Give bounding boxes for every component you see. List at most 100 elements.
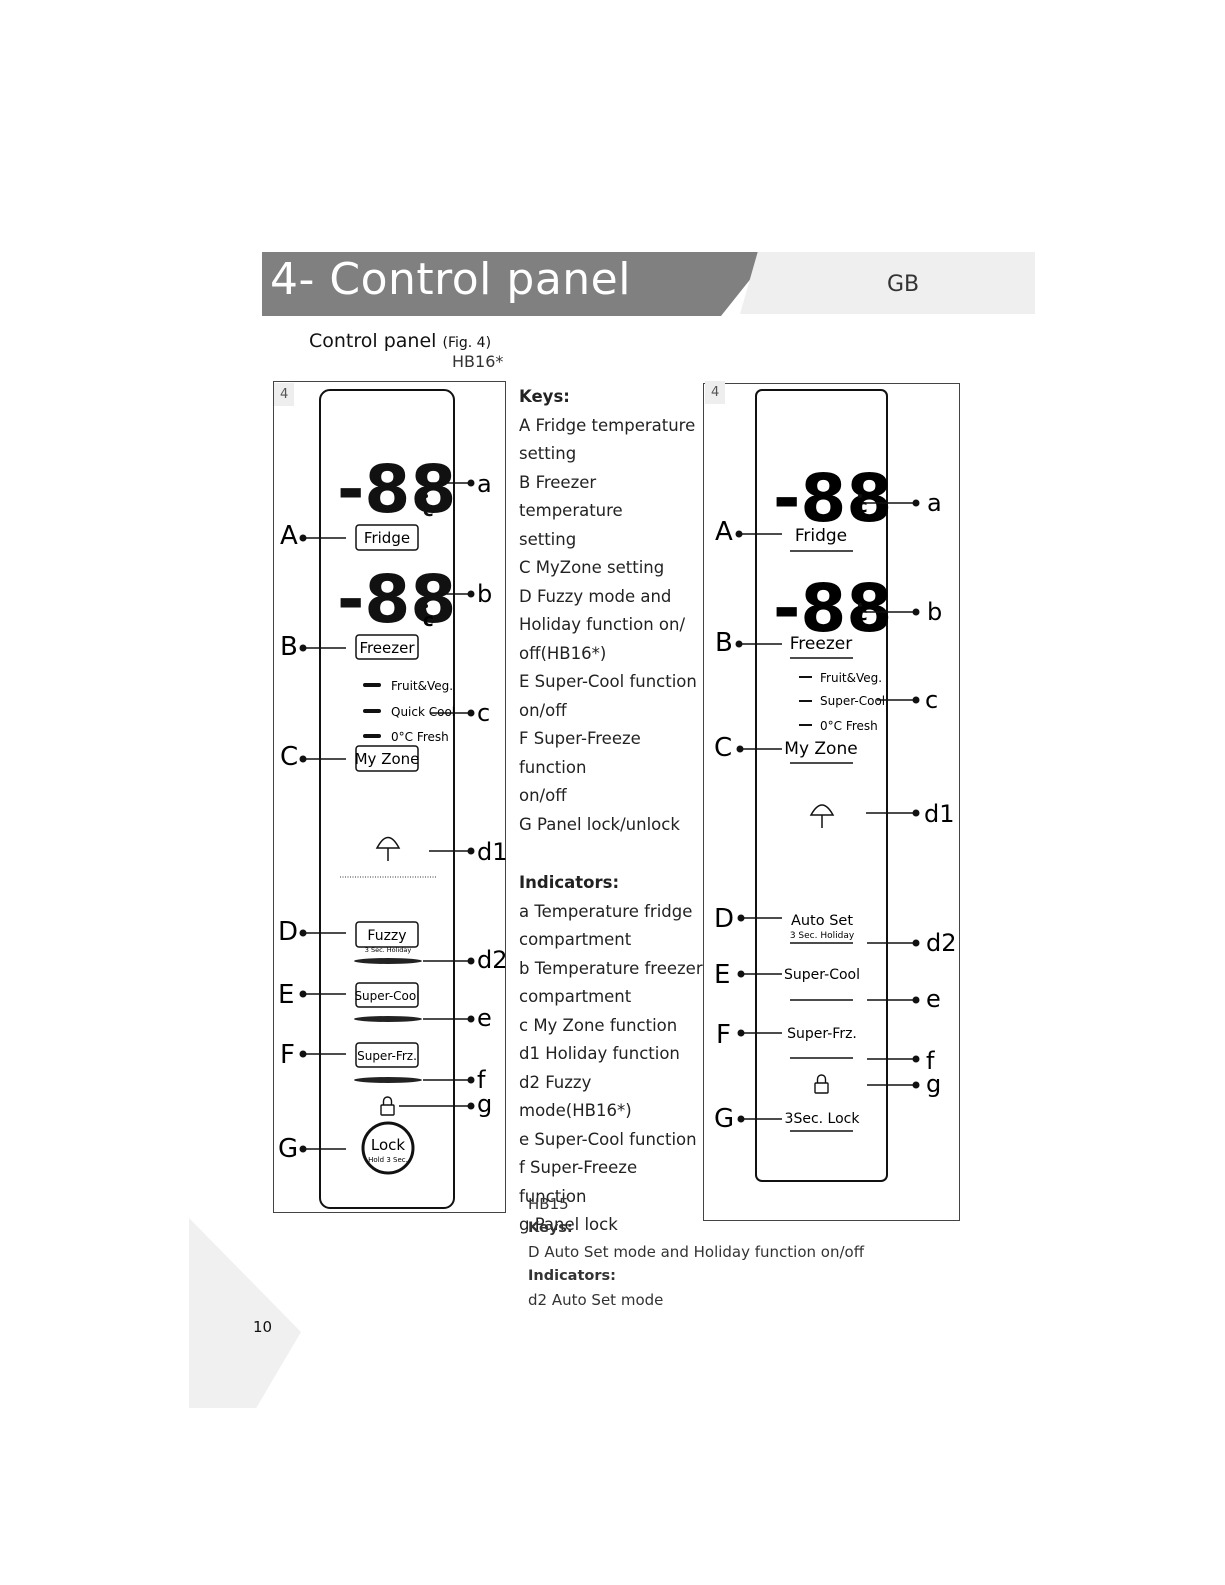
zone-option-2: Quick Cool	[391, 705, 455, 719]
myzone-button-left	[355, 745, 419, 772]
keys-line: B Freezer temperature	[519, 472, 623, 521]
model-label: HB16*	[452, 352, 504, 371]
padlock-icon	[380, 1096, 395, 1116]
keys-line: setting	[519, 529, 577, 549]
key-label-B: B	[280, 632, 298, 662]
section-subtitle: Control panel (Fig. 4)	[309, 330, 491, 352]
fridge-temp-unit: c	[423, 500, 434, 521]
indicators-line: compartment	[519, 987, 632, 1006]
keys-line: Holiday function on/	[519, 615, 686, 634]
freezer-temp-unit: c	[423, 610, 434, 631]
figure-right-number: 4	[705, 381, 726, 404]
key-label-A-right: A	[715, 517, 733, 547]
indicators-line: compartment	[519, 930, 632, 949]
hb15-model: HB15	[528, 1195, 569, 1213]
freezer-button-label: Freezer	[359, 639, 415, 657]
indicator-label-d1: d1	[477, 838, 508, 866]
subtitle-main: Control panel	[309, 330, 437, 352]
myzone-button-right: My Zone	[784, 739, 857, 759]
key-label-D-right: D	[714, 904, 734, 934]
keys-heading: Keys:	[519, 387, 570, 406]
myzone-button-label: My Zone	[355, 750, 420, 768]
fridge-unit-right: c	[857, 496, 868, 517]
indicators-line: d2 Fuzzy mode(HB16*)	[519, 1072, 632, 1121]
freezer-button-left	[355, 634, 419, 660]
keys-line: G Panel lock/unlock	[519, 814, 680, 834]
key-label-D: D	[278, 917, 298, 947]
panel-outline-left	[319, 389, 455, 1209]
hb15-keys-line: D Auto Set mode and Holiday function on/…	[528, 1243, 865, 1261]
indicators-line: b Temperature freezer	[519, 958, 703, 978]
indicator-label-g-right: g	[926, 1070, 941, 1098]
freezer-button-right: Freezer	[790, 634, 852, 654]
key-label-F-right: F	[716, 1020, 731, 1050]
key-label-E-right: E	[714, 960, 730, 990]
key-label-G: G	[278, 1134, 298, 1164]
keys-line: A Fridge temperature	[519, 415, 696, 435]
indicators-block: Indicators: a Temperature fridge compart…	[519, 869, 704, 1240]
figure-right-frame	[703, 383, 960, 1221]
indicators-line: a Temperature fridge	[519, 901, 693, 921]
language-label: GB	[887, 272, 920, 297]
hb15-indicators-heading: Indicators:	[528, 1268, 616, 1284]
fridge-temp-display-right: -88	[773, 460, 892, 537]
superfrz-button-right: Super-Frz.	[787, 1026, 857, 1042]
key-label-B-right: B	[715, 628, 733, 658]
freezer-temp-display: -88	[337, 561, 456, 638]
hb15-keys-heading: Keys:	[528, 1220, 573, 1236]
indicator-label-a-right: a	[927, 489, 942, 517]
freezer-unit-right: c	[857, 604, 868, 625]
indicator-label-b-right: b	[927, 598, 942, 626]
keys-line: on/off	[519, 700, 567, 720]
zone-option-2-right: Super-Cool	[820, 694, 885, 708]
indicators-line: d1 Holiday function	[519, 1044, 680, 1063]
keys-line: D Fuzzy mode and	[519, 586, 672, 606]
indicators-heading: Indicators:	[519, 873, 620, 892]
freezer-temp-display-right: -88	[773, 570, 892, 647]
keys-line: E Super-Cool function	[519, 672, 697, 691]
indicator-label-c: c	[477, 699, 490, 727]
fridge-button-left	[355, 524, 419, 551]
fuzzy-button-sublabel: 3 Sec. Holiday	[365, 946, 412, 954]
indicator-label-e-right: e	[926, 985, 941, 1013]
indicator-label-e: e	[477, 1004, 492, 1032]
indicator-label-g: g	[477, 1090, 492, 1118]
page-number: 10	[253, 1318, 273, 1336]
keys-block: Keys: A Fridge temperature setting B Fre…	[519, 383, 704, 839]
keys-line: C MyZone setting	[519, 558, 665, 577]
hb15-indicators-line: d2 Auto Set mode	[528, 1291, 664, 1309]
lock-button-sublabel: Hold 3 Sec.	[368, 1156, 408, 1164]
lock-button-left	[361, 1121, 415, 1175]
padlock-icon-right	[814, 1074, 829, 1094]
key-label-C-right: C	[714, 733, 732, 763]
keys-line: F Super-Freeze function	[519, 729, 641, 777]
key-label-G-right: G	[714, 1104, 734, 1134]
indicators-line: g Panel lock	[519, 1215, 618, 1234]
indicators-line: e Super-Cool function	[519, 1129, 697, 1149]
superfrz-button-left	[355, 1042, 419, 1068]
fuzzy-button-label: Fuzzy	[367, 928, 406, 944]
autoset-button-sublabel: 3 Sec. Holiday	[790, 931, 855, 941]
subtitle-fig: (Fig. 4)	[442, 335, 492, 351]
superfrz-button-label: Super-Frz.	[357, 1049, 417, 1063]
autoset-button-right: Auto Set	[791, 913, 853, 929]
zone-option-1-right: Fruit&Veg.	[820, 671, 882, 685]
fridge-button-right: Fridge	[795, 526, 847, 546]
indicator-label-f: f	[477, 1066, 486, 1094]
zone-option-3: 0°C Fresh	[391, 730, 449, 744]
page-title: 4- Control panel	[270, 254, 631, 305]
zone-option-3-right: 0°C Fresh	[820, 719, 878, 733]
key-label-C: C	[280, 742, 298, 772]
figure-left-number: 4	[274, 383, 295, 406]
lock-button-label: Lock	[371, 1136, 406, 1154]
indicator-label-b: b	[477, 580, 492, 608]
fuzzy-button-left	[355, 921, 419, 948]
language-band	[740, 252, 1035, 314]
hb15-block: HB15 Keys: D Auto Set mode and Holiday f…	[528, 1192, 864, 1312]
holiday-umbrella-icon	[375, 836, 401, 861]
supercool-button-left	[355, 982, 419, 1008]
key-label-F: F	[280, 1040, 295, 1070]
panel-outline-right	[755, 389, 888, 1182]
fridge-button-label: Fridge	[364, 529, 410, 547]
